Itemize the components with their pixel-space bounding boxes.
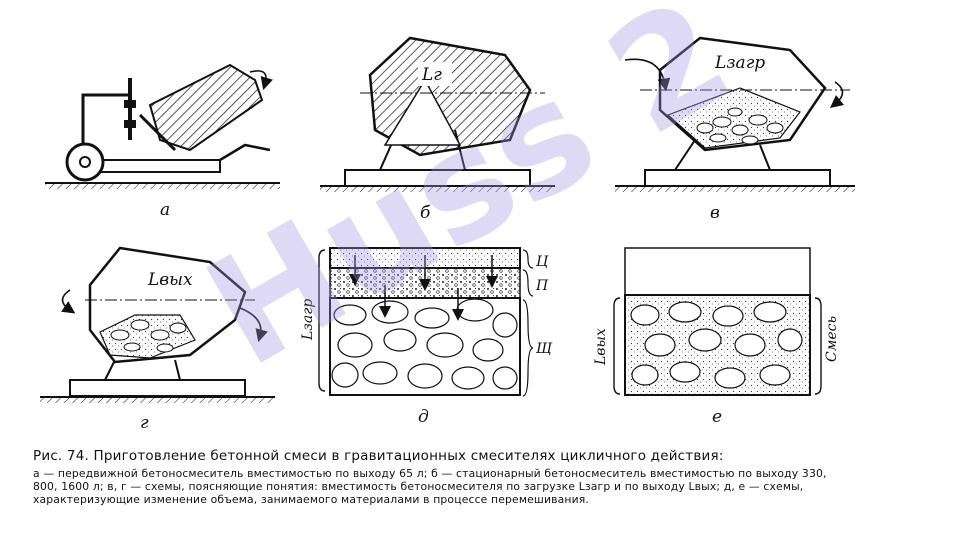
panel-label-e: е: [712, 407, 722, 427]
label-gravel: Щ: [536, 341, 553, 357]
label-l-vykh-vertical: Lвых: [593, 328, 609, 366]
panel-g-unloading-scheme: Lвых г: [40, 246, 275, 433]
label-l-vykh: Lвых: [147, 270, 193, 290]
figure-caption: Рис. 74. Приготовление бетонной смеси в …: [33, 448, 853, 506]
caption-text: а — передвижной бетоносмеситель вместимо…: [33, 467, 827, 506]
panel-v-loading-scheme: Lзагр в: [615, 36, 855, 223]
label-l-g: Lг: [421, 65, 442, 85]
label-cement: Ц: [536, 254, 549, 270]
panel-d-loading-layers: Lзагр Ц П Щ д: [300, 247, 553, 427]
label-l-zagr: Lзагр: [714, 53, 765, 73]
panel-b-stationary-mixer: Lг б: [320, 36, 555, 223]
panel-label-d: д: [418, 407, 429, 427]
panel-label-b: б: [420, 203, 431, 223]
panel-a-mobile-mixer: а: [45, 63, 280, 220]
panel-label-a: а: [160, 200, 170, 220]
panel-label-v: в: [710, 203, 720, 223]
label-mixture: Смесь: [824, 316, 840, 362]
label-l-zagr-vertical: Lзагр: [300, 299, 316, 341]
caption-title: Рис. 74. Приготовление бетонной смеси в …: [33, 448, 724, 464]
panel-label-g: г: [140, 413, 149, 433]
panel-e-mixed-volume: Lвых Смесь е: [593, 247, 840, 427]
label-sand: П: [535, 278, 549, 294]
